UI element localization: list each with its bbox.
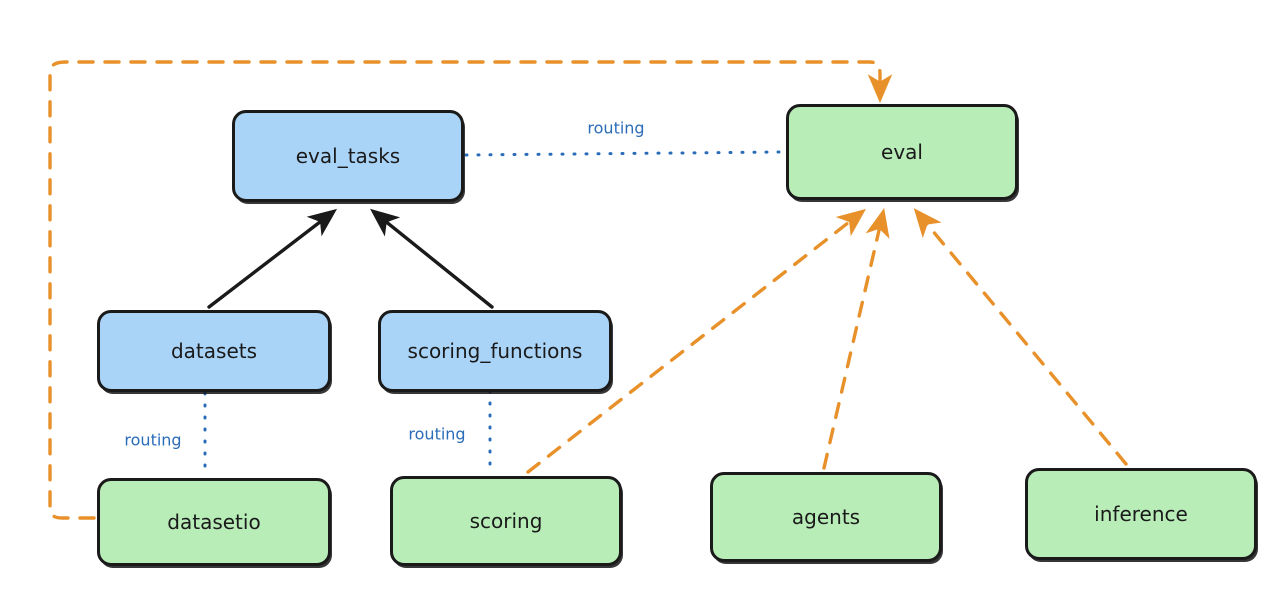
node-eval[interactable]: eval [786, 104, 1018, 200]
edge-label-routing-scoring_functions-scoring: routing [408, 424, 466, 444]
node-label-eval: eval [881, 140, 923, 164]
node-datasets[interactable]: datasets [97, 310, 331, 392]
node-label-agents: agents [791, 505, 861, 529]
edge-label-routing-eval_tasks-eval: routing [587, 118, 645, 138]
node-inference[interactable]: inference [1025, 468, 1257, 560]
edge-scoring-eval [526, 208, 867, 474]
node-scoring[interactable]: scoring [390, 476, 622, 566]
node-label-datasets: datasets [170, 339, 258, 363]
edge-agents-eval [822, 208, 890, 470]
node-eval_tasks[interactable]: eval_tasks [232, 110, 464, 202]
node-label-scoring: scoring [469, 509, 543, 533]
node-label-datasetio: datasetio [167, 510, 261, 534]
node-label-inference: inference [1094, 502, 1188, 526]
node-label-eval_tasks: eval_tasks [295, 144, 401, 168]
node-label-scoring_functions: scoring_functions [407, 339, 583, 363]
edge-inference-eval [913, 208, 1128, 466]
node-scoring_functions[interactable]: scoring_functions [378, 310, 612, 392]
edge-eval_tasks-eval [464, 150, 785, 157]
edge-label-routing-datasets-datasetio: routing [124, 430, 182, 450]
node-agents[interactable]: agents [710, 472, 942, 562]
edge-scoring_functions-eval_tasks [370, 208, 494, 309]
node-datasetio[interactable]: datasetio [97, 478, 331, 566]
edge-datasets-eval_tasks [207, 208, 338, 309]
edge-datasetio-eval [48, 60, 893, 520]
